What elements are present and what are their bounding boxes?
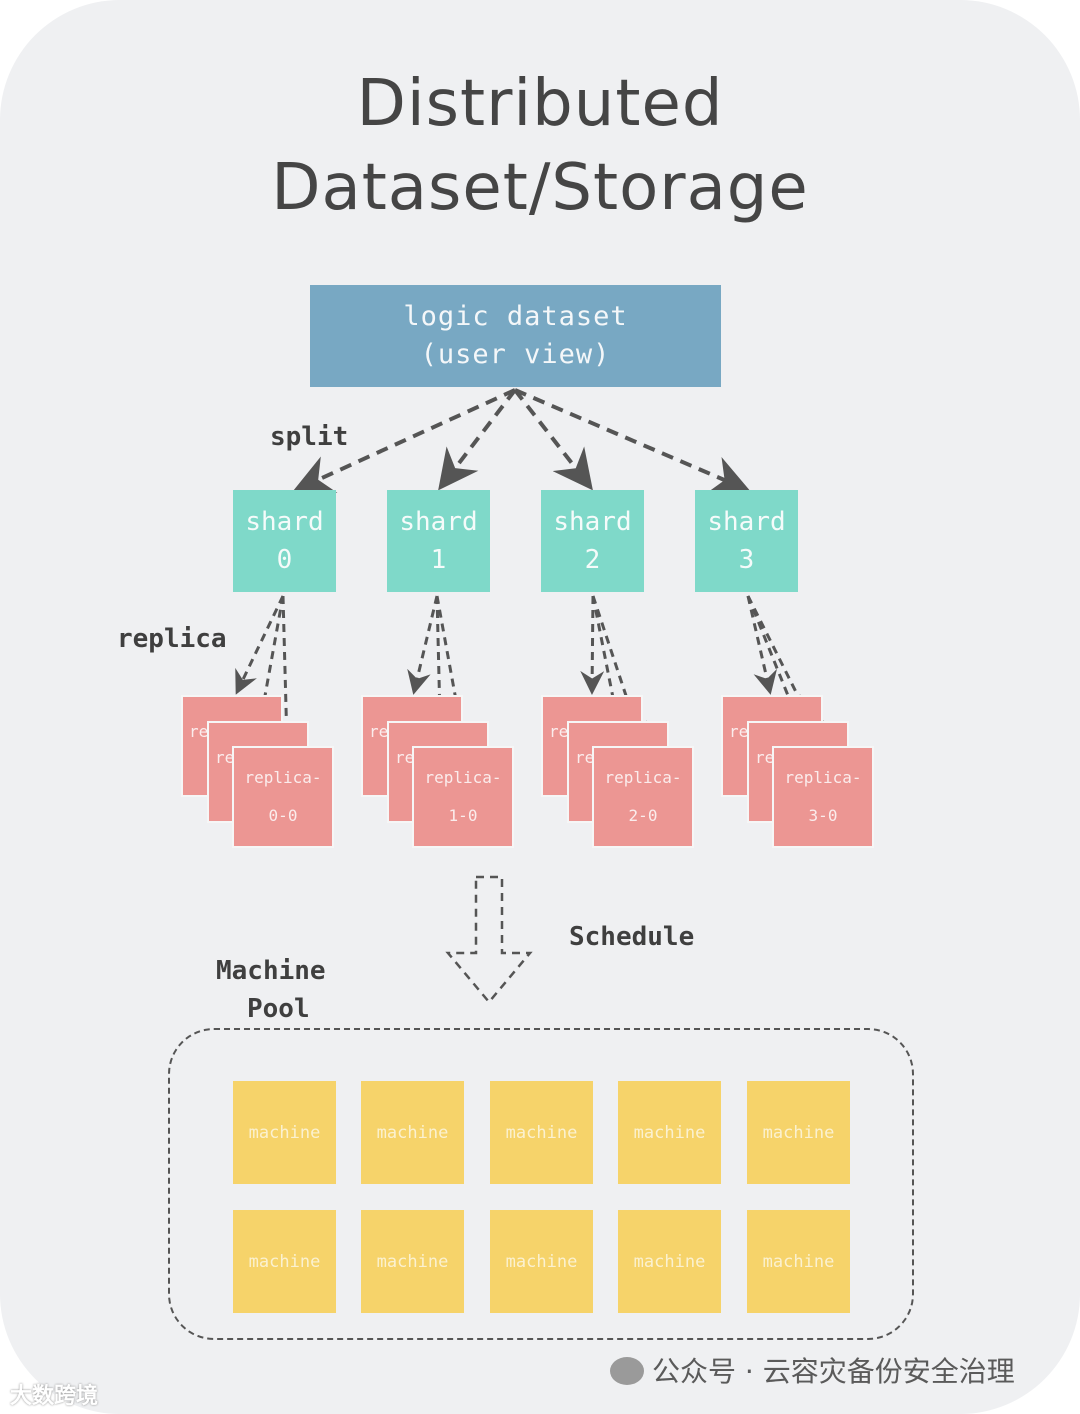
replica-label: replica <box>117 624 227 654</box>
logic-dataset-box: logic dataset (user view) <box>310 285 721 387</box>
replica-arrow-3a <box>746 595 778 695</box>
logic-dataset-line1: logic dataset <box>403 301 628 332</box>
machine-box: machine <box>747 1081 850 1184</box>
split-arrow-2 <box>513 388 593 491</box>
shard-number: 0 <box>276 545 293 575</box>
machine-box: machine <box>747 1210 850 1313</box>
replica-line2: 3-0 <box>808 806 838 825</box>
wechat-watermark-text: 公众号 · 云容灾备份安全治理 <box>652 1355 1015 1388</box>
replica-back-text: re <box>189 722 209 741</box>
machine-box: machine <box>233 1081 336 1184</box>
shard-word: shard <box>707 507 786 537</box>
shard-word: shard <box>553 507 632 537</box>
replica-line1: replica- <box>604 768 682 787</box>
machine-box: machine <box>361 1210 464 1313</box>
machine-box: machine <box>618 1210 721 1313</box>
machine-box: machine <box>233 1210 336 1313</box>
shard-box-0: shard 0 <box>233 490 336 592</box>
split-arrow-1 <box>438 388 517 491</box>
shard-word: shard <box>245 507 324 537</box>
replica-line2: 1-0 <box>448 806 478 825</box>
machine-pool <box>168 1028 914 1340</box>
machine-box: machine <box>361 1081 464 1184</box>
shard-word: shard <box>399 507 478 537</box>
machine-box: machine <box>490 1081 593 1184</box>
replica-box-0: replica- 0-0 <box>232 746 334 848</box>
shard-box-2: shard 2 <box>541 490 644 592</box>
replica-back-text: re <box>575 748 595 767</box>
split-label: split <box>270 422 349 452</box>
replica-line1: replica- <box>244 768 322 787</box>
machine-box: machine <box>618 1081 721 1184</box>
schedule-label: Schedule <box>569 922 695 952</box>
replica-back-text: re <box>395 748 415 767</box>
title-line-1: Distributed <box>356 67 724 141</box>
replica-back-text: re <box>755 748 775 767</box>
title-line-2: Dataset/Storage <box>271 151 809 225</box>
replica-line2: 0-0 <box>268 806 298 825</box>
replica-arrow-1c <box>435 595 473 747</box>
replica-line2: 2-0 <box>628 806 658 825</box>
shard-box-3: shard 3 <box>695 490 798 592</box>
split-arrow-3 <box>514 388 751 494</box>
replica-line1: replica- <box>784 768 862 787</box>
replica-back-text: re <box>729 722 749 741</box>
replica-back-text: re <box>215 748 235 767</box>
replica-arrow-1a <box>407 595 439 695</box>
shard-number: 1 <box>430 545 447 575</box>
machine-box: machine <box>490 1210 593 1313</box>
machine-pool-label-2: Pool <box>247 994 310 1024</box>
replica-line1: replica- <box>424 768 502 787</box>
replica-back-text: re <box>549 722 569 741</box>
replica-arrow-3b <box>746 595 801 721</box>
replica-box-1: replica- 1-0 <box>412 746 514 848</box>
replica-box-2: replica- 2-0 <box>592 746 694 848</box>
logic-dataset-line2: (user view) <box>420 339 611 370</box>
wechat-icon <box>610 1357 644 1385</box>
replica-arrow-0c <box>274 595 299 747</box>
replica-arrow-2a <box>580 595 605 695</box>
schedule-arrow <box>445 875 533 1004</box>
shard-number: 3 <box>738 545 755 575</box>
replica-box-3: replica- 3-0 <box>772 746 874 848</box>
replica-arrow-0a <box>235 595 285 695</box>
wechat-watermark: 公众号 · 云容灾备份安全治理 <box>610 1350 1015 1390</box>
shard-box-1: shard 1 <box>387 490 490 592</box>
machine-pool-label-1: Machine <box>216 956 326 986</box>
replica-back-text: re <box>369 722 389 741</box>
logo-watermark: 大数跨境 <box>10 1384 99 1409</box>
shard-number: 2 <box>584 545 601 575</box>
